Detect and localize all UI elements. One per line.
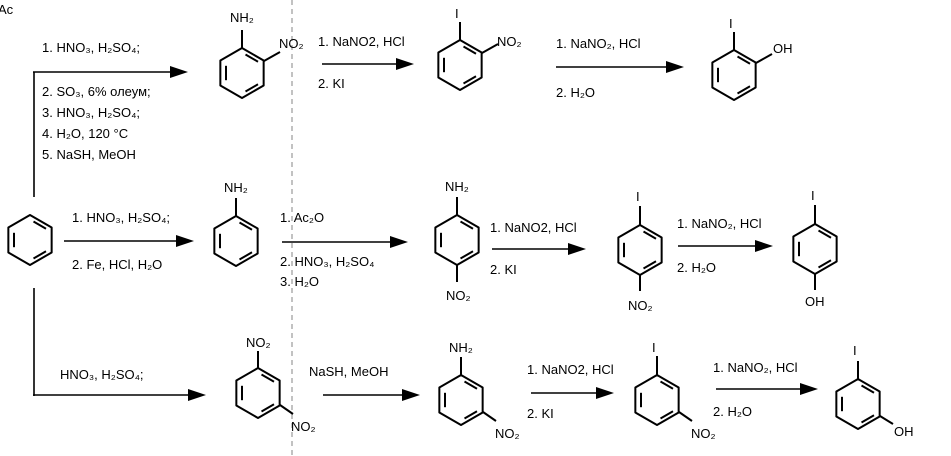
svg-text:I: I [455,6,459,21]
molecule-3-iodophenol: I OH [835,343,914,439]
molecule-3-iodonitrobenzene: I NO₂ [634,340,716,441]
svg-text:NO₂: NO₂ [495,426,520,441]
reagents-route3-step4: 1. NaNO₂, HCl 2. H₂O [713,360,798,419]
svg-text:2. Fe, HCl, H₂O: 2. Fe, HCl, H₂O [72,257,162,272]
svg-text:NO₂: NO₂ [291,419,316,434]
reagents-route3-step1: HNO₃, H₂SO₄; [60,367,144,382]
svg-text:2. KI: 2. KI [490,262,517,277]
arrow-route3-step2 [323,389,420,401]
reagents-route2-step4: 1. NaNO₂, HCl 2. H₂O [677,216,762,275]
arrow-route2-step1 [64,235,194,247]
svg-text:3. H₂O: 3. H₂O [280,274,319,289]
reagents-route3-step2: NaSH, MeOH [309,364,388,379]
reagents-route2-step3: 1. NaNO2, HCl 2. KI [490,220,577,277]
arrow-route3-step3 [531,387,614,399]
reagents-route1-step3: 1. NaNO₂, HCl 2. H₂O [556,36,641,100]
svg-text:2. H₂O: 2. H₂O [713,404,752,419]
svg-text:NO₂: NO₂ [446,288,471,303]
svg-text:2. HNO₃, H₂SO₄: 2. HNO₃, H₂SO₄ [280,254,374,269]
molecule-2-nitroaniline: NH₂ NO₂ [219,10,304,99]
reagents-route2-step1: 1. HNO₃, H₂SO₄; 2. Fe, HCl, H₂O [72,210,170,272]
svg-text:HNO₃, H₂SO₄;: HNO₃, H₂SO₄; [60,367,144,382]
arrow-route1-step1 [33,66,188,78]
reagents-route1-step1: 1. HNO₃, H₂SO₄; 2. SO₃, 6% олеум; 3. HNO… [42,40,151,162]
svg-text:2. H₂O: 2. H₂O [677,260,716,275]
svg-text:I: I [636,189,640,204]
svg-text:NO₂: NO₂ [691,426,716,441]
molecule-4-iodonitrobenzene: I NO₂ [617,189,663,313]
molecule-3-nitroaniline: NH₂ NO₂ [438,340,520,441]
svg-text:1. NaNO₂, HCl: 1. NaNO₂, HCl [677,216,762,231]
reagents-route2-step2: 1. Ac₂O 2. HNO₃, H₂SO₄ 3. H₂O [280,210,374,289]
molecule-2-iodophenol: I OH [711,16,793,101]
svg-text:NH₂: NH₂ [224,180,248,195]
svg-text:OH: OH [894,424,914,439]
svg-text:1. Ac₂O: 1. Ac₂O [280,210,324,225]
molecule-aniline: NH₂ [213,180,259,267]
arrow-route3-step1 [33,389,206,401]
svg-text:I: I [811,188,815,203]
svg-text:1. HNO₃, H₂SO₄;: 1. HNO₃, H₂SO₄; [72,210,170,225]
corner-label: Ac [0,2,14,17]
molecule-1-3-dinitrobenzene: NO₂ NO₂ [235,335,316,434]
reagents-route1-step2: 1. NaNO2, HCl 2. KI [318,34,405,91]
svg-text:1. NaNO₂, HCl: 1. NaNO₂, HCl [713,360,798,375]
benzene-start [7,214,53,266]
svg-text:NO₂: NO₂ [628,298,653,313]
svg-text:NH₂: NH₂ [449,340,473,355]
svg-text:NaSH, MeOH: NaSH, MeOH [309,364,388,379]
arrow-route2-step3 [492,243,586,255]
svg-text:I: I [729,16,733,31]
svg-text:OH: OH [805,294,825,309]
arrow-route2-step2 [282,236,408,248]
svg-text:NO₂: NO₂ [279,36,304,51]
arrow-route3-step4 [716,383,818,395]
svg-text:2. SO₃, 6% олеум;: 2. SO₃, 6% олеум; [42,84,151,99]
svg-text:1. NaNO2, HCl: 1. NaNO2, HCl [490,220,577,235]
svg-text:1. NaNO2, HCl: 1. NaNO2, HCl [527,362,614,377]
reagents-route3-step3: 1. NaNO2, HCl 2. KI [527,362,614,421]
molecule-4-iodophenol: I OH [792,188,838,309]
arrow-route2-step4 [678,240,773,252]
molecule-2-iodonitrobenzene: I NO₂ [437,6,522,91]
svg-text:NO₂: NO₂ [246,335,271,350]
svg-text:1. NaNO₂, HCl: 1. NaNO₂, HCl [556,36,641,51]
arrow-route1-step2 [322,58,414,70]
svg-text:4. H₂O, 120 °C: 4. H₂O, 120 °C [42,126,128,141]
svg-text:NH₂: NH₂ [230,10,254,25]
arrow-route1-step3 [556,61,684,73]
svg-text:I: I [652,340,656,355]
svg-text:5. NaSH, MeOH: 5. NaSH, MeOH [42,147,136,162]
svg-text:3. HNO₃, H₂SO₄;: 3. HNO₃, H₂SO₄; [42,105,140,120]
svg-text:1. HNO₃, H₂SO₄;: 1. HNO₃, H₂SO₄; [42,40,140,55]
svg-text:OH: OH [773,41,793,56]
svg-text:1. NaNO2, HCl: 1. NaNO2, HCl [318,34,405,49]
svg-text:NH₂: NH₂ [445,179,469,194]
svg-text:2. KI: 2. KI [527,406,554,421]
molecule-4-nitroaniline: NH₂ NO₂ [434,179,480,303]
svg-text:NO₂: NO₂ [497,34,522,49]
svg-text:2. KI: 2. KI [318,76,345,91]
svg-text:2. H₂O: 2. H₂O [556,85,595,100]
svg-text:I: I [853,343,857,358]
